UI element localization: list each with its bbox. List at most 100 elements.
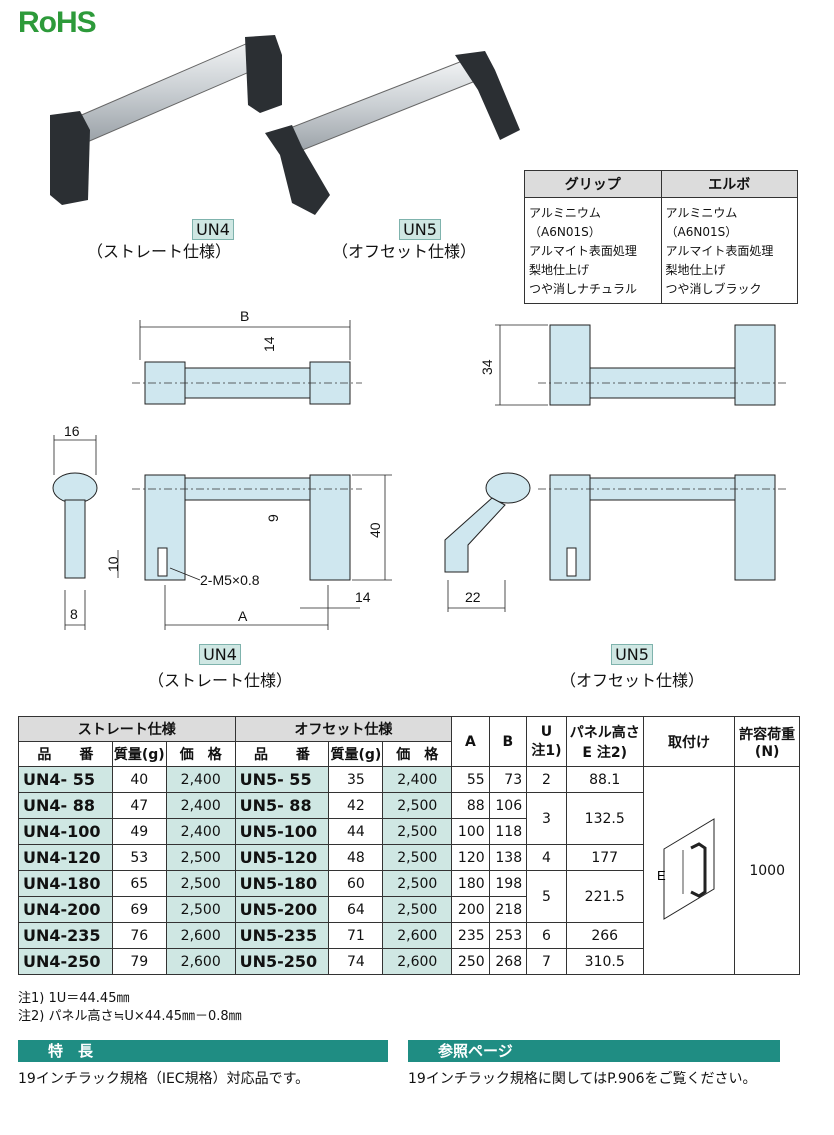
mass-un4: 47	[111, 792, 167, 819]
technical-drawing: B 14 34 16 9 40 10 2-M5×0.8 8 A 14 22	[52, 308, 788, 630]
un4-code-tag: UN4	[192, 219, 234, 240]
price-un5: 2,600	[382, 948, 453, 975]
part-un5: UN5-235	[234, 922, 330, 949]
value-B: 73	[488, 766, 528, 793]
drawing-un5-caption: （オフセット仕様）	[559, 671, 704, 690]
part-un4: UN4-250	[18, 948, 113, 975]
dim-14-bottom: 14	[355, 589, 371, 605]
reference-text: 19インチラック規格に関してはP.906をご覧ください。	[408, 1071, 757, 1087]
load-value: 1000	[734, 766, 800, 975]
price-un5: 2,400	[382, 766, 453, 793]
header-A: A	[451, 716, 490, 767]
value-B: 253	[488, 922, 528, 949]
un4-profile-leg	[64, 499, 86, 579]
dim-14-top: 14	[261, 336, 277, 352]
header-load: 許容荷重(N)	[734, 716, 800, 767]
value-B: 138	[488, 844, 528, 871]
value-A: 200	[451, 896, 490, 923]
mount-E-label: E	[657, 868, 666, 883]
mass-un5: 71	[328, 922, 384, 949]
part-un5: UN5-100	[234, 818, 330, 845]
header-straight: ストレート仕様	[18, 716, 236, 742]
un5-front-right-elbow	[734, 474, 776, 581]
value-E: 221.5	[565, 870, 644, 923]
price-un4: 2,600	[165, 948, 236, 975]
value-A: 180	[451, 870, 490, 897]
header-U: U 注1)	[526, 716, 567, 767]
value-U: 5	[526, 870, 567, 923]
value-A: 100	[451, 818, 490, 845]
price-un4: 2,400	[165, 818, 236, 845]
part-un4: UN4-180	[18, 870, 113, 897]
un5-top-left-elbow	[549, 324, 591, 406]
value-E: 177	[565, 844, 644, 871]
value-A: 235	[451, 922, 490, 949]
mount-diagram: E	[657, 817, 715, 920]
mass-un5: 64	[328, 896, 384, 923]
part-un4: UN4- 55	[18, 766, 113, 793]
part-un5: UN5-200	[234, 896, 330, 923]
product-illustrations	[50, 35, 520, 215]
dim-22: 22	[465, 589, 481, 605]
part-un5: UN5- 55	[234, 766, 330, 793]
dim-thread: 2-M5×0.8	[200, 572, 260, 588]
mass-un4: 40	[111, 766, 167, 793]
mass-un4: 79	[111, 948, 167, 975]
drawing-un5-code: UN5	[611, 644, 653, 665]
grip-line: つや消しナチュラル	[529, 282, 638, 296]
elbow-line: アルミニウム（A6N01S）	[665, 206, 738, 239]
elbow-line: 梨地仕上げ	[665, 263, 726, 277]
dim-9: 9	[265, 514, 281, 522]
un4-photo-caption: （ストレート仕様）	[86, 242, 231, 261]
value-A: 120	[451, 844, 490, 871]
un5-code-tag: UN5	[399, 219, 441, 240]
grip-line: アルミニウム（A6N01S）	[529, 206, 601, 239]
price-un4: 2,400	[165, 792, 236, 819]
price-un5: 2,500	[382, 818, 453, 845]
un4-photo	[50, 35, 282, 205]
part-un5: UN5- 88	[234, 792, 330, 819]
mass-un5: 74	[328, 948, 384, 975]
header-panel-note: E 注2)	[582, 744, 627, 761]
part-un4: UN4-200	[18, 896, 113, 923]
value-B: 198	[488, 870, 528, 897]
mass-un5: 42	[328, 792, 384, 819]
material-grip-cell: アルミニウム（A6N01S） アルマイト表面処理 梨地仕上げ つや消しナチュラル	[524, 197, 662, 304]
note-2: 注2) パネル高さ≒U×44.45㎜－0.8㎜	[18, 1009, 242, 1024]
un5-photo-caption: （オフセット仕様）	[331, 242, 476, 261]
mass-un4: 49	[111, 818, 167, 845]
elbow-line: アルマイト表面処理	[665, 244, 774, 258]
un4-front-right-elbow	[309, 474, 351, 581]
mass-un5: 35	[328, 766, 384, 793]
table-row: UN4- 55 40 2,400 UN5- 55 35 2,400 55 73 …	[18, 766, 800, 975]
material-elbow-cell: アルミニウム（A6N01S） アルマイト表面処理 梨地仕上げ つや消しブラック	[660, 197, 798, 304]
dim-A: A	[238, 608, 248, 624]
table-row: UN4-235 76 2,600 UN5-235 71 2,600 235 25…	[18, 922, 800, 949]
un5-profile-head	[485, 472, 531, 504]
value-B: 106	[488, 792, 528, 819]
part-un5: UN5-250	[234, 948, 330, 975]
header-load-label: 許容荷重	[739, 726, 796, 743]
value-U: 7	[526, 948, 567, 975]
header-load-unit: (N)	[754, 743, 780, 760]
note-1: 注1) 1U＝44.45㎜	[18, 991, 130, 1006]
header-B: B	[488, 716, 528, 767]
header-U-label: U	[540, 723, 553, 740]
mass-un4: 76	[111, 922, 167, 949]
table-row: UN4-180 65 2,500 UN5-180 60 2,500 180 19…	[18, 870, 800, 923]
header-U-note: 注1)	[531, 742, 562, 759]
value-E: 88.1	[565, 766, 644, 793]
features-text: 19インチラック規格（IEC規格）対応品です。	[18, 1071, 310, 1087]
price-un4: 2,500	[165, 896, 236, 923]
part-un4: UN4-100	[18, 818, 113, 845]
dim-8: 8	[70, 606, 78, 622]
header-part-offset: 品 番	[234, 741, 330, 767]
material-header-grip: グリップ	[524, 170, 662, 198]
mass-un4: 69	[111, 896, 167, 923]
value-E: 310.5	[565, 948, 644, 975]
mass-un5: 60	[328, 870, 384, 897]
un4-profile-head	[52, 472, 98, 504]
price-un5: 2,500	[382, 844, 453, 871]
